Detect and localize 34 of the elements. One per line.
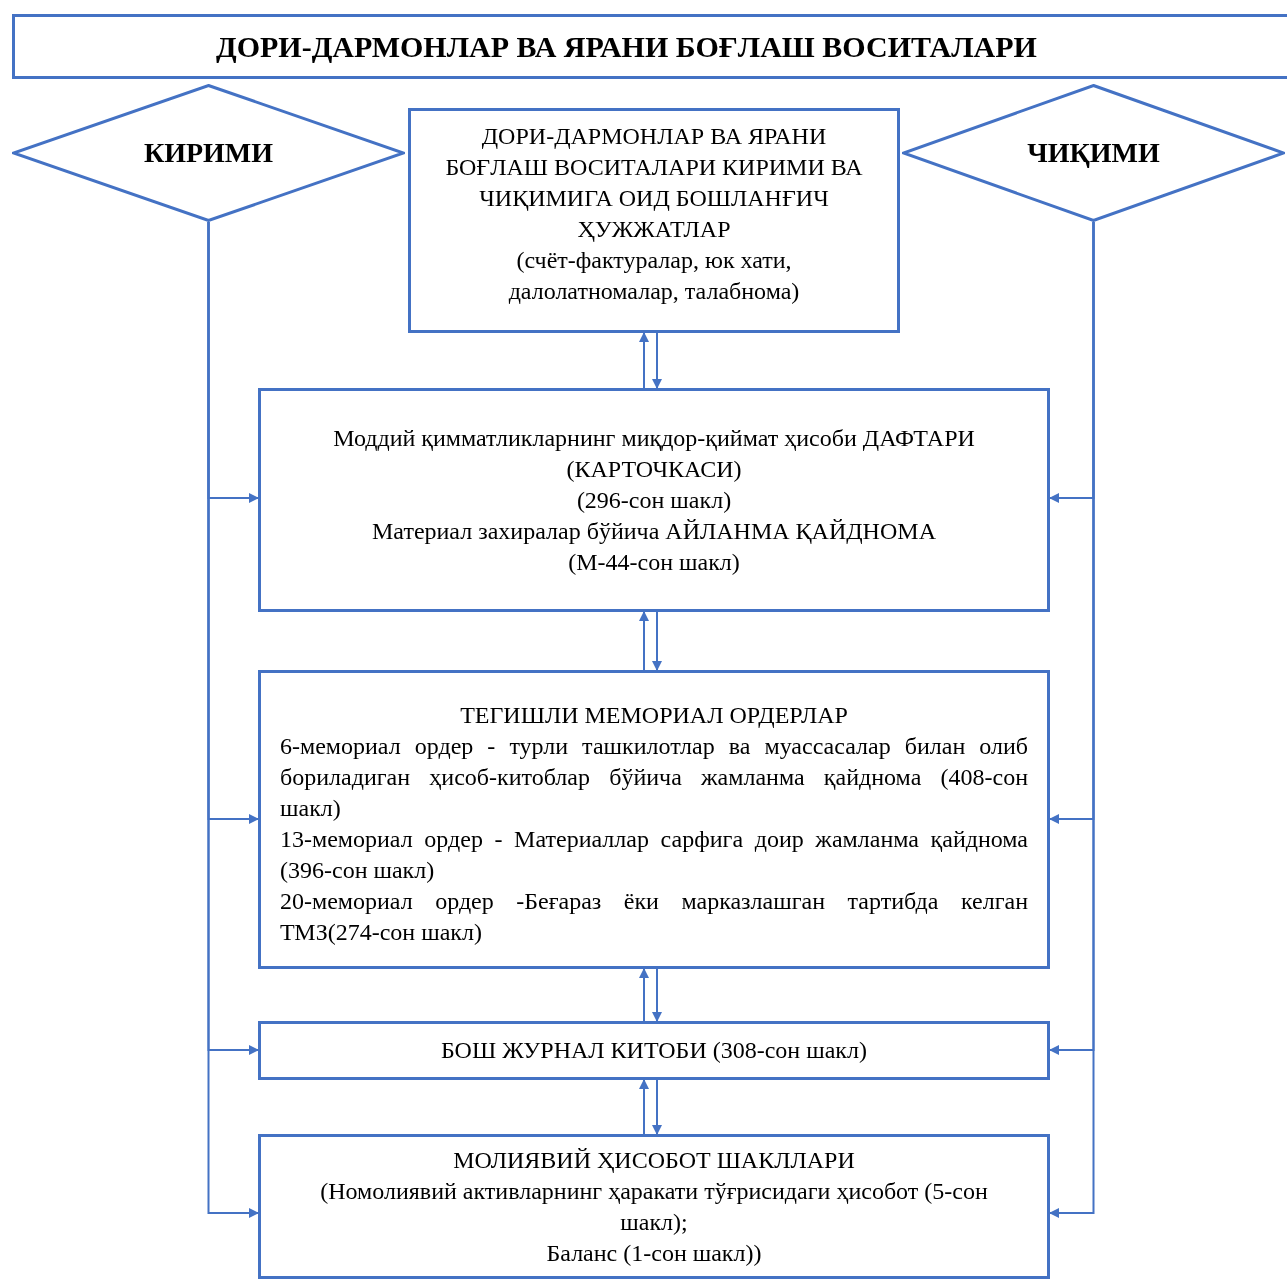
process-box [408, 108, 900, 333]
decision-diamond [902, 84, 1285, 222]
process-box [258, 1134, 1050, 1279]
paragraph-text: 13-мемориал ордер - Материаллар сарфига доир жамланма қайднома (396-сон шакл) [280, 824, 1028, 885]
process-box [258, 1021, 1050, 1080]
box-text: Баланс (1-сон шакл)) [545, 1238, 763, 1268]
box-text: ТЕГИШЛИ МЕМОРИАЛ ОРДЕРЛАР [459, 700, 849, 730]
arrow [639, 332, 649, 389]
box-text: (счёт-фактуралар, юк хати, далолатномалар, талабнома) [507, 246, 801, 306]
box-text: (М-44-сон шакл) [567, 547, 741, 577]
box-text: ДОРИ-ДАРМОНЛАР ВА ЯРАНИ БОҒЛАШ ВОСИТАЛАРИ КИРИМИ ВА ЧИҚИМИГА ОИД БОШЛАНҒИЧ ҲУЖЖАТЛАР [444, 122, 864, 244]
process-box [258, 388, 1050, 612]
process-box [258, 670, 1050, 969]
box-text: (Номолиявий активларнинг ҳаракати тўғрисидаги ҳисобот (5-сон шакл); [319, 1176, 989, 1237]
arrow [652, 968, 662, 1022]
title-banner: ДОРИ-ДАРМОНЛАР ВА ЯРАНИ БОҒЛАШ ВОСИТАЛАРИ [12, 14, 1287, 79]
arrow [652, 1079, 662, 1135]
arrow [652, 332, 662, 389]
paragraph-text: 6-мемориал ордер - турли ташкилотлар ва муассасалар билан олиб бориладиган ҳисоб-китоблар бўйича жамланма қайднома (408-сон шакл) [280, 731, 1028, 823]
box-text: БОШ ЖУРНАЛ КИТОБИ (308-сон шакл) [440, 1036, 868, 1065]
diamond-label: ЧИҚИМИ [1027, 136, 1160, 170]
box-text: МОЛИЯВИЙ ҲИСОБОТ ШАКЛЛАРИ [452, 1145, 856, 1175]
arrow [652, 611, 662, 671]
box-text: Материал захиралар бўйича АЙЛАНМА ҚАЙДНОМА [371, 516, 937, 546]
arrow [639, 611, 649, 671]
arrow [1049, 221, 1095, 1218]
box-text: (296-сон шакл) [575, 485, 733, 515]
decision-diamond [12, 84, 405, 222]
arrow [639, 1079, 649, 1135]
arrow [639, 968, 649, 1022]
paragraph-text: 20-мемориал ордер -Беғараз ёки марказлашган тартибда келган ТМЗ(274-сон шакл) [280, 886, 1028, 947]
diamond-label: КИРИМИ [143, 136, 274, 170]
box-text: Моддий қимматликларнинг миқдор-қиймат ҳисоби ДАФТАРИ (КАРТОЧКАСИ) [332, 423, 976, 484]
arrow [207, 221, 259, 1218]
